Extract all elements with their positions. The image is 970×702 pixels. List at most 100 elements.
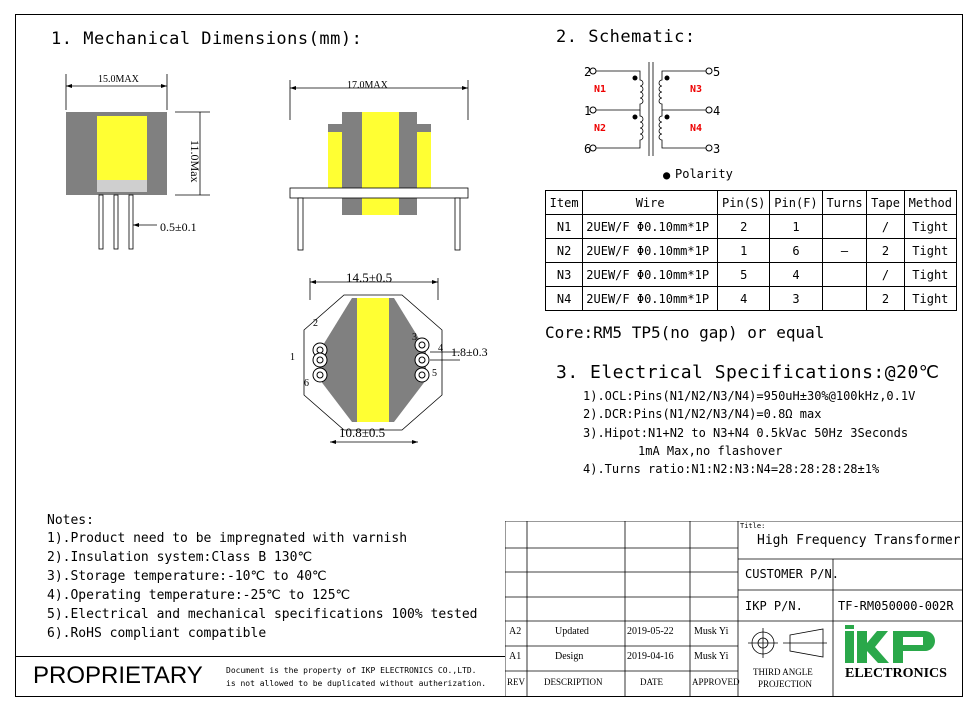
schematic-pin-1: 1 xyxy=(584,104,592,118)
desc-a2: Updated xyxy=(555,626,589,637)
ikp-pn-label: IKP P/N. xyxy=(745,599,803,613)
spec-turns: 4).Turns ratio:N1:N2:N3:N4=28:28:28:28±1… xyxy=(583,462,880,476)
proprietary-box xyxy=(15,656,505,697)
projection-line-2: PROJECTION xyxy=(758,679,813,689)
col-approved: APPROVED xyxy=(692,677,740,687)
cell-wire: 2UEW/F Φ0.10mm*1P xyxy=(582,214,719,239)
cell-tape: / xyxy=(866,214,905,239)
col-rev: REV xyxy=(507,677,525,687)
spec-hipot-cont: 1mA Max,no flashover xyxy=(638,444,783,458)
cell-pin-s: 1 xyxy=(717,238,771,263)
cell-pin-s: 5 xyxy=(717,262,771,287)
dim-pin-offset: 1.8±0.3 xyxy=(451,345,488,359)
col-description: DESCRIPTION xyxy=(544,677,603,687)
cell-method: Tight xyxy=(903,214,958,239)
note-item: 5).Electrical and mechanical specificati… xyxy=(47,607,478,622)
note-item: 6).RoHS compliant compatible xyxy=(47,626,267,641)
pin-label-2: 2 xyxy=(313,318,318,329)
mechanical-title: 1. Mechanical Dimensions(mm): xyxy=(51,29,363,49)
spec-dcr: 2).DCR:Pins(N1/N2/N3/N4)=0.8Ω max xyxy=(583,407,822,421)
notes-title: Notes: xyxy=(47,513,94,528)
cell-item: N4 xyxy=(544,286,584,311)
polarity-label: Polarity xyxy=(675,167,733,181)
cell-wire: 2UEW/F Φ0.10mm*1P xyxy=(582,262,719,287)
table-row: N1 2UEW/F Φ0.10mm*1P 2 1 / Tight xyxy=(544,214,958,239)
dim-top: 14.5±0.5 xyxy=(346,270,393,285)
pin-label-4: 4 xyxy=(438,343,443,354)
cell-wire: 2UEW/F Φ0.10mm*1P xyxy=(582,238,719,263)
drawing-frame xyxy=(15,14,963,697)
pin-label-5: 5 xyxy=(432,368,437,379)
cell-pin-s: 4 xyxy=(717,286,771,311)
pin-label-6: 6 xyxy=(304,378,309,389)
schematic-pin-5: 5 xyxy=(713,65,721,79)
projection-line-1: THIRD ANGLE xyxy=(753,667,813,677)
cell-method: Tight xyxy=(903,286,958,311)
cell-pin-f: 1 xyxy=(769,214,823,239)
schematic-pin-6: 6 xyxy=(584,142,592,156)
note-item: 2).Insulation system:Class B 130℃ xyxy=(47,550,313,565)
date-a2: 2019-05-22 xyxy=(627,626,674,637)
drawing-title: High Frequency Transformer xyxy=(757,533,961,548)
schematic-title: 2. Schematic: xyxy=(556,27,696,47)
cell-pin-f: 3 xyxy=(769,286,823,311)
note-item: 1).Product need to be impregnated with v… xyxy=(47,531,408,546)
cell-pin-f: 4 xyxy=(769,262,823,287)
schematic-pin-3: 3 xyxy=(713,142,721,156)
note-item: 4).Operating temperature:-25℃ to 125℃ xyxy=(47,588,351,603)
header-pin-s: Pin(S) xyxy=(717,190,771,215)
date-a1: 2019-04-16 xyxy=(627,651,674,662)
header-tape: Tape xyxy=(866,190,905,215)
cell-method: Tight xyxy=(903,238,958,263)
desc-a1: Design xyxy=(555,651,584,662)
ikp-logo-mark xyxy=(845,625,935,663)
cell-tape: / xyxy=(866,262,905,287)
core-spec: Core:RM5 TP5(no gap) or equal xyxy=(545,323,825,342)
cell-wire: 2UEW/F Φ0.10mm*1P xyxy=(582,286,719,311)
schematic-diagram xyxy=(589,62,713,156)
header-wire: Wire xyxy=(582,190,719,215)
wire-table-header: Item Wire Pin(S) Pin(F) Turns Tape Metho… xyxy=(544,190,958,215)
cell-turns xyxy=(821,286,868,311)
rev-a2: A2 xyxy=(509,626,522,637)
mechanical-drawing xyxy=(65,74,469,444)
cell-tape: 2 xyxy=(866,238,905,263)
spec-ocl: 1).OCL:Pins(N1/N2/N3/N4)=950uH±30%@100kH… xyxy=(583,389,916,403)
cell-pin-f: 6 xyxy=(769,238,823,263)
disclaimer-line-1: Document is the property of IKP ELECTRON… xyxy=(226,666,477,675)
cell-tape: 2 xyxy=(866,286,905,311)
dim-pin: 0.5±0.1 xyxy=(160,220,197,234)
dim-bottom: 10.8±0.5 xyxy=(339,425,386,440)
spec-hipot: 3).Hipot:N1+N2 to N3+N4 0.5kVac 50Hz 3Se… xyxy=(583,426,909,440)
proprietary-label: PROPRIETARY xyxy=(33,662,203,689)
approved-a1: Musk Yi xyxy=(694,651,729,662)
winding-n4: N4 xyxy=(690,123,703,134)
bottom-view xyxy=(303,278,460,444)
electrical-title: 3. Electrical Specifications:@20℃ xyxy=(556,362,940,383)
title-label: Title: xyxy=(740,522,766,530)
pin-label-3: 3 xyxy=(412,332,417,343)
cell-method: Tight xyxy=(903,262,958,287)
winding-n3: N3 xyxy=(690,84,703,95)
title-block-grid xyxy=(505,521,963,697)
dim-width-a: 15.0MAX xyxy=(98,74,139,85)
table-row: N2 2UEW/F Φ0.10mm*1P 1 6 — 2 Tight xyxy=(544,238,958,263)
header-method: Method xyxy=(903,190,958,215)
col-date: DATE xyxy=(640,677,663,687)
cell-item: N1 xyxy=(544,214,584,239)
front-view xyxy=(65,74,210,250)
table-row: N4 2UEW/F Φ0.10mm*1P 4 3 2 Tight xyxy=(544,286,958,311)
header-item: Item xyxy=(544,190,584,215)
winding-n1: N1 xyxy=(594,84,607,95)
projection-symbol xyxy=(748,628,827,658)
logo-subtext: ELECTRONICS xyxy=(845,666,947,681)
approved-a2: Musk Yi xyxy=(694,626,729,637)
cell-item: N3 xyxy=(544,262,584,287)
note-item: 3).Storage temperature:-10℃ to 40℃ xyxy=(47,569,327,584)
cell-item: N2 xyxy=(544,238,584,263)
ikp-pn-value: TF-RM050000-002R xyxy=(838,599,954,613)
wire-table: Item Wire Pin(S) Pin(F) Turns Tape Metho… xyxy=(544,190,958,311)
dim-width-b: 17.0MAX xyxy=(347,80,388,91)
schematic-pin-4: 4 xyxy=(713,104,721,118)
side-view xyxy=(289,80,469,251)
